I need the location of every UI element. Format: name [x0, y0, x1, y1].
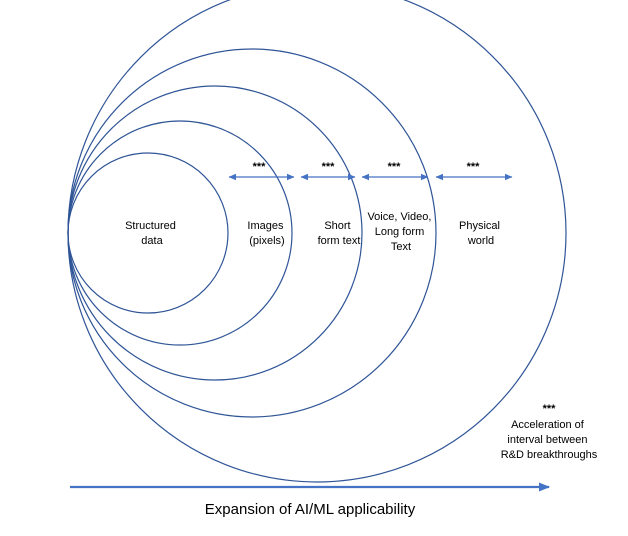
ring-label-line: Images — [247, 220, 284, 232]
legend-note-line: Acceleration of — [511, 419, 585, 431]
ring-label-images: Images (pixels) — [247, 220, 286, 247]
legend-note-text: Acceleration of interval between R&D bre… — [501, 419, 598, 461]
ring-circles — [67, 0, 567, 483]
interval-marker-3: *** — [388, 161, 402, 173]
ring-label-line: Voice, Video, — [367, 211, 431, 223]
ring-label-line: Structured — [125, 220, 176, 232]
axis-label: Expansion of AI/ML applicability — [205, 501, 416, 518]
legend-note: *** Acceleration of interval between R&D… — [501, 403, 598, 461]
interval-marker-4: *** — [467, 161, 481, 173]
ring-label-short-form-text: Short form text — [318, 220, 361, 247]
ring-label-voice-video-text: Voice, Video, Long form Text — [367, 211, 434, 253]
ring-label-line: (pixels) — [249, 235, 284, 247]
ring-label-line: Long form — [375, 226, 425, 238]
ring-label-line: form text — [318, 235, 361, 247]
ring-label-physical-world: Physical world — [459, 220, 503, 247]
ring-circle-structured-data — [67, 152, 229, 314]
legend-note-marker: *** — [543, 403, 557, 415]
ring-label-line: data — [141, 235, 163, 247]
ring-label-line: Text — [391, 241, 411, 253]
ring-label-line: Short — [324, 220, 350, 232]
ring-label-structured-data: Structured data — [125, 220, 179, 247]
legend-note-line: R&D breakthroughs — [501, 449, 598, 461]
legend-note-line: interval between — [507, 434, 587, 446]
ring-labels: Structured data Images (pixels) Short fo… — [125, 211, 503, 253]
ring-label-line: world — [467, 235, 494, 247]
ring-circle-images — [67, 120, 293, 346]
interval-marker-1: *** — [253, 161, 267, 173]
interval-markers: *** *** *** *** — [253, 161, 481, 173]
ring-circle-short-form-text — [67, 85, 363, 381]
interval-marker-2: *** — [322, 161, 336, 173]
ring-label-line: Physical — [459, 220, 500, 232]
